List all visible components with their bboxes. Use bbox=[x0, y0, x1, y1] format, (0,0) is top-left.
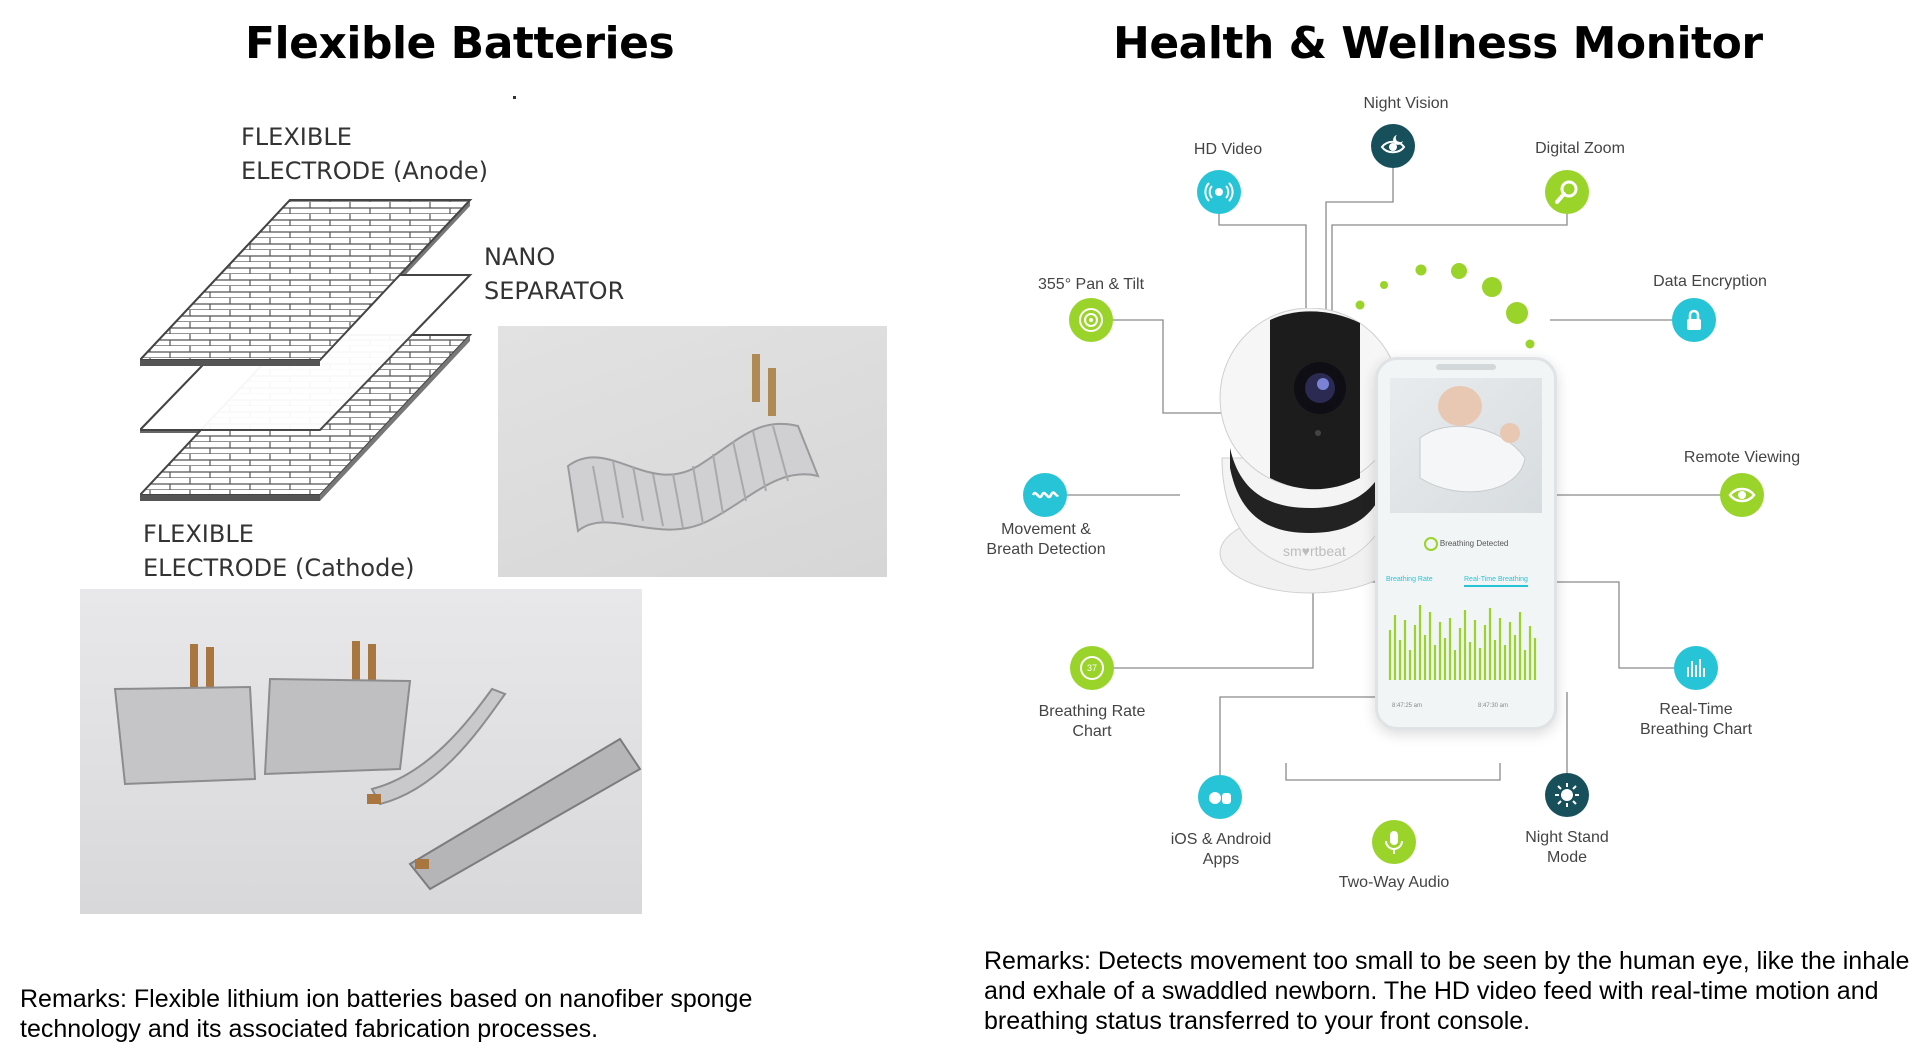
separator-label: NANO SEPARATOR bbox=[484, 240, 624, 308]
arc-dot bbox=[1482, 277, 1502, 297]
bent-battery-illustration bbox=[566, 354, 820, 533]
night-vision-icon bbox=[1371, 124, 1415, 168]
phone-mockup: Breathing Detected Breathing Rate Real-T… bbox=[1375, 357, 1557, 730]
movement-label-line2: Breath Detection bbox=[986, 541, 1106, 558]
stray-dot bbox=[513, 96, 516, 99]
tab-breathing-rate[interactable]: Breathing Rate bbox=[1386, 576, 1433, 583]
breathing-chart-label-line1: Breathing Rate bbox=[1038, 703, 1146, 720]
camera-brand: sm♥rtbeat bbox=[1283, 543, 1346, 559]
status-ring-icon bbox=[1423, 537, 1438, 551]
arc-dot bbox=[1380, 281, 1388, 289]
eye-moon-icon bbox=[1380, 135, 1406, 154]
night-stand-icon bbox=[1545, 773, 1589, 817]
flexible-cells-photo bbox=[80, 589, 642, 914]
pan-tilt-label: 355° Pan & Tilt bbox=[1037, 276, 1145, 293]
bent-battery-photo bbox=[498, 326, 887, 577]
arc-dot bbox=[1415, 264, 1427, 276]
sleeping-baby-image bbox=[1419, 386, 1526, 493]
eye-icon bbox=[1728, 487, 1756, 503]
baby-video-feed bbox=[1390, 378, 1542, 513]
anode-label: FLEXIBLE ELECTRODE (Anode) bbox=[241, 120, 488, 188]
digital-zoom-icon bbox=[1545, 170, 1589, 214]
phone-notch bbox=[1436, 364, 1496, 370]
realtime-breathing-chart-label: Real-Time Breathing Chart bbox=[1640, 700, 1752, 740]
status-text: Breathing Detected bbox=[1439, 539, 1509, 549]
night-vision-label: Night Vision bbox=[1363, 95, 1449, 112]
separator-label-line2: SEPARATOR bbox=[484, 277, 625, 305]
remote-viewing-icon bbox=[1720, 473, 1764, 517]
realtime-label-line2: Breathing Chart bbox=[1639, 721, 1753, 738]
realtime-breathing-chart-icon bbox=[1674, 646, 1718, 690]
flexible-cells-illustration bbox=[113, 641, 642, 891]
bar-chart-icon bbox=[1687, 659, 1705, 677]
right-title: Health & Wellness Monitor bbox=[1113, 18, 1763, 69]
right-remarks: Remarks: Detects movement too small to b… bbox=[984, 947, 1910, 1035]
cathode-label-line2: ELECTRODE (Cathode) bbox=[143, 554, 415, 582]
breathing-rate-chart-label: Breathing Rate Chart bbox=[1039, 702, 1146, 742]
arc-dot bbox=[1525, 339, 1535, 349]
apps-label: iOS & Android Apps bbox=[1171, 830, 1272, 870]
left-title: Flexible Batteries bbox=[245, 18, 675, 69]
microphone-icon bbox=[1385, 831, 1403, 854]
digital-zoom-label: Digital Zoom bbox=[1535, 140, 1625, 157]
rate-badge-value: 37 bbox=[1087, 663, 1097, 673]
data-encryption-label: Data Encryption bbox=[1653, 273, 1767, 290]
night-stand-label: Night Stand Mode bbox=[1525, 828, 1609, 868]
broadcast-icon bbox=[1204, 182, 1234, 202]
movement-detection-label: Movement & Breath Detection bbox=[986, 520, 1105, 560]
time-label-1: 8:47:25 am bbox=[1392, 703, 1423, 709]
baby-monitor-camera bbox=[1219, 308, 1401, 594]
apple-android-icon bbox=[1209, 792, 1231, 804]
breathing-chart-label-line2: Chart bbox=[1072, 723, 1112, 740]
remote-viewing-label: Remote Viewing bbox=[1683, 449, 1801, 466]
cathode-label: FLEXIBLE ELECTRODE (Cathode) bbox=[143, 517, 414, 585]
status-row: Breathing Detected bbox=[1378, 537, 1554, 551]
separator-label-line1: NANO bbox=[484, 243, 556, 271]
movement-label-line1: Movement & bbox=[1001, 521, 1091, 538]
sun-icon bbox=[1555, 783, 1579, 807]
apps-label-line2: Apps bbox=[1202, 851, 1240, 868]
tab-realtime-breathing[interactable]: Real-Time Breathing bbox=[1464, 576, 1528, 587]
two-way-audio-icon bbox=[1372, 820, 1416, 864]
apps-label-line1: iOS & Android bbox=[1170, 831, 1272, 848]
arc-dot bbox=[1355, 300, 1365, 310]
data-encryption-icon bbox=[1672, 298, 1716, 342]
left-remarks: Remarks: Flexible lithium ion batteries … bbox=[20, 985, 753, 1043]
anode-label-line1: FLEXIBLE bbox=[241, 123, 352, 151]
hd-video-icon bbox=[1197, 170, 1241, 214]
two-way-audio-label: Two-Way Audio bbox=[1338, 874, 1450, 891]
cathode-label-line1: FLEXIBLE bbox=[143, 520, 254, 548]
realtime-label-line1: Real-Time bbox=[1659, 701, 1733, 718]
electrode-layer-diagram bbox=[140, 199, 473, 501]
breathing-waveform bbox=[1388, 605, 1537, 680]
arc-dot bbox=[1451, 263, 1467, 279]
breathing-rate-chart-icon: 37 bbox=[1070, 646, 1114, 690]
pan-tilt-icon bbox=[1069, 298, 1113, 342]
rotation-target-icon bbox=[1079, 308, 1103, 332]
rate-badge-icon: 37 bbox=[1080, 656, 1104, 680]
nightstand-label-line1: Night Stand bbox=[1525, 829, 1609, 846]
apps-icon bbox=[1198, 775, 1242, 819]
nightstand-label-line2: Mode bbox=[1546, 849, 1588, 866]
lock-icon bbox=[1687, 309, 1701, 330]
hd-video-label: HD Video bbox=[1193, 141, 1263, 158]
time-label-2: 8:47:30 am bbox=[1478, 703, 1509, 709]
magnifier-icon bbox=[1555, 180, 1578, 204]
anode-label-line2: ELECTRODE (Anode) bbox=[241, 157, 488, 185]
movement-detection-icon bbox=[1023, 473, 1067, 517]
wave-icon bbox=[1031, 491, 1060, 499]
arc-dot bbox=[1506, 302, 1528, 324]
